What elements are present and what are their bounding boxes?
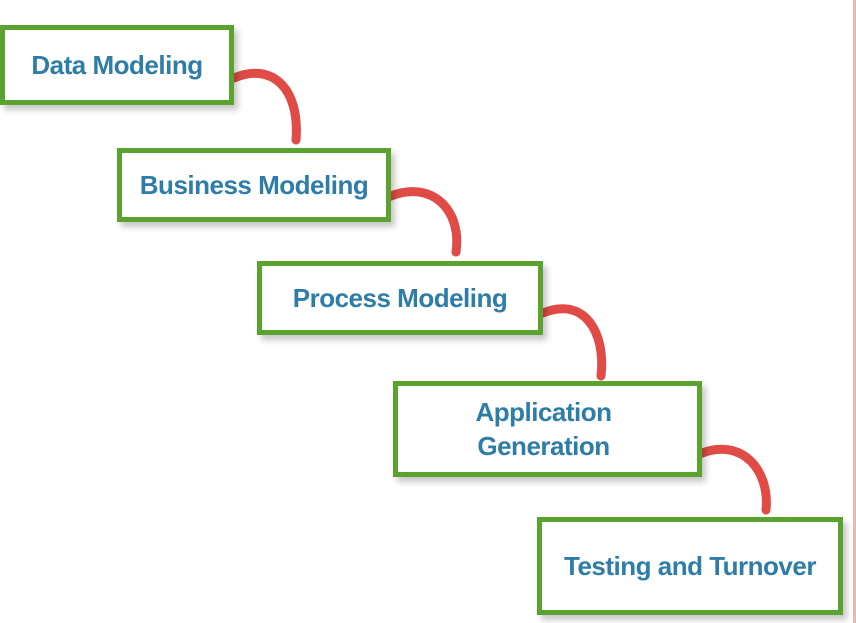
connector-4-5 (697, 444, 771, 515)
connector-2-3 (386, 187, 462, 257)
connector-1-2 (229, 68, 301, 145)
step-process-modeling: Process Modeling (257, 261, 543, 335)
step-label: Application Generation (475, 397, 612, 461)
step-label: Process Modeling (292, 283, 508, 313)
step-application-generation: Application Generation (393, 381, 702, 477)
frame-edge (853, 0, 856, 623)
connector-3-4 (538, 304, 607, 381)
step-data-modeling: Data Modeling (0, 25, 234, 105)
step-label: Testing and Turnover (564, 551, 816, 581)
step-business-modeling: Business Modeling (117, 148, 391, 222)
step-label: Data Modeling (31, 50, 203, 80)
step-testing-and-turnover: Testing and Turnover (537, 517, 843, 615)
step-label: Business Modeling (139, 170, 369, 200)
